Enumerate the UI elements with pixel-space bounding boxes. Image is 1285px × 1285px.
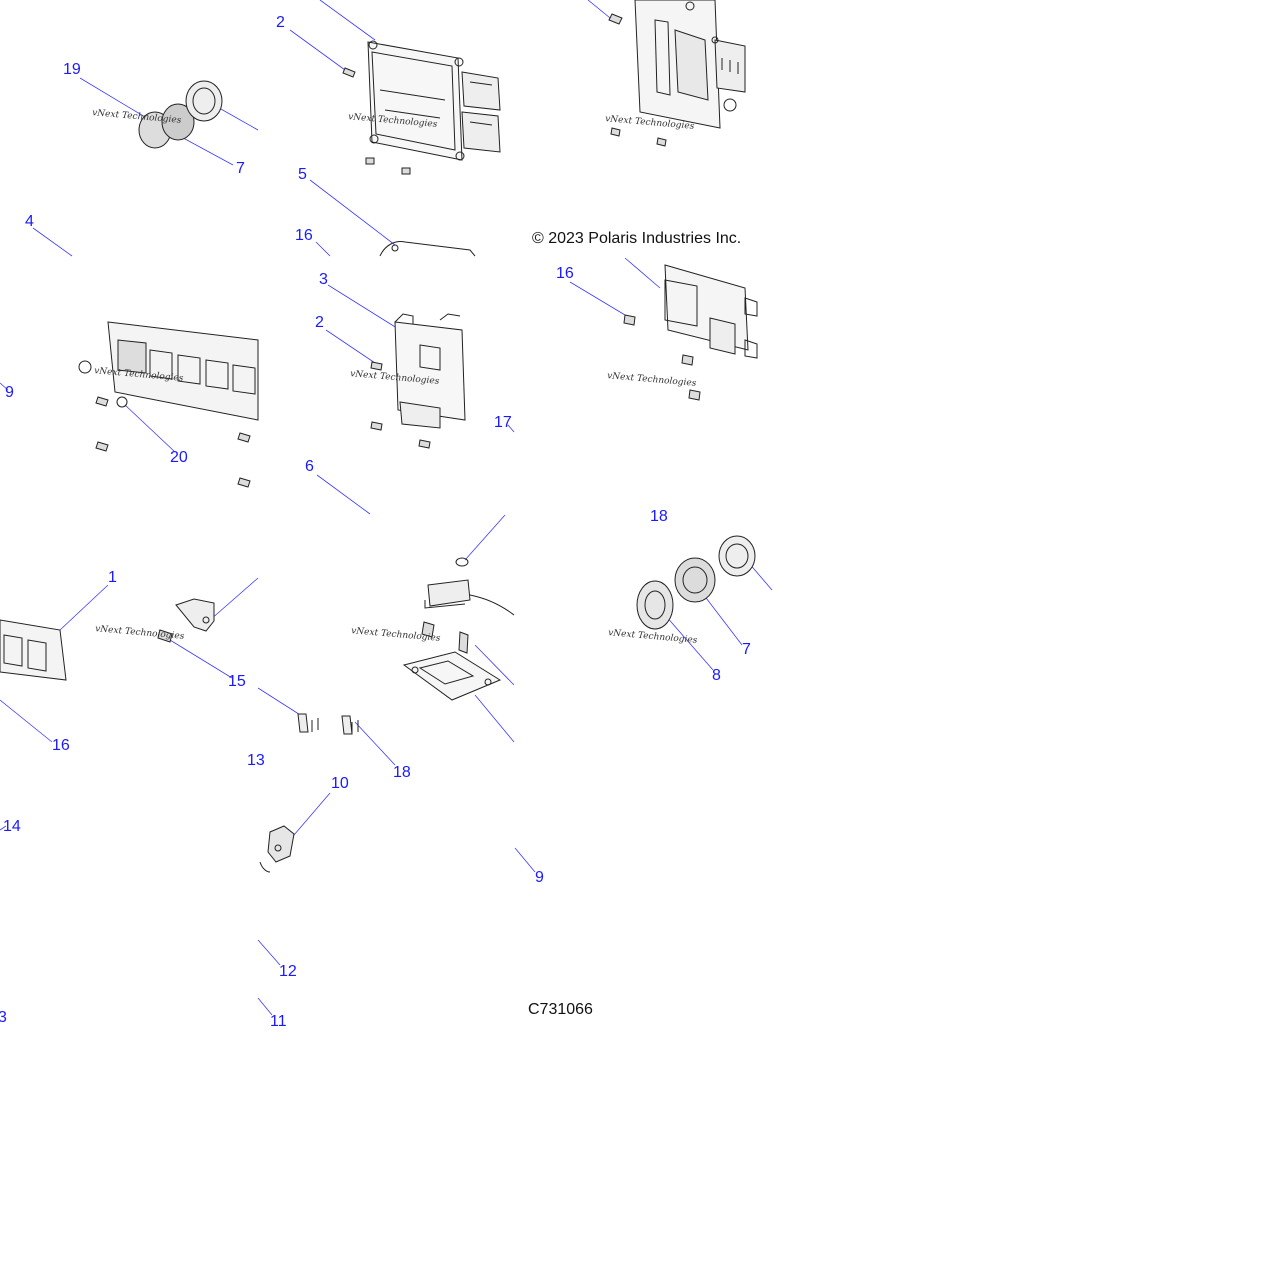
callout-2[interactable]: 2 — [276, 14, 285, 31]
callout-7[interactable]: 7 — [742, 641, 751, 658]
plug-connector-19 — [138, 80, 223, 149]
callout-16[interactable]: 16 — [556, 265, 574, 282]
power-outlet-assembly — [636, 535, 756, 630]
callout-10[interactable]: 10 — [331, 775, 349, 792]
callout-4[interactable]: 4 — [25, 213, 34, 230]
callout-3[interactable]: 3 — [319, 271, 328, 288]
ecu-module-middle — [370, 313, 466, 449]
coil-rail-bracket — [78, 321, 259, 488]
callout-16[interactable]: 16 — [52, 737, 70, 754]
callout-12[interactable]: 12 — [279, 963, 297, 980]
diagram-id: C731066 — [528, 1001, 593, 1018]
callout-16[interactable]: 16 — [295, 227, 313, 244]
clips — [297, 713, 359, 735]
callout-19[interactable]: 19 — [63, 61, 81, 78]
callout-3[interactable]: 3 — [0, 1009, 7, 1026]
callout-9[interactable]: 9 — [5, 384, 14, 401]
callout-7[interactable]: 7 — [236, 160, 245, 177]
callout-18[interactable]: 18 — [393, 764, 411, 781]
callout-11[interactable]: 11 — [270, 1013, 287, 1030]
callout-9[interactable]: 9 — [535, 869, 544, 886]
sensor-10 — [259, 825, 295, 873]
callout-20[interactable]: 20 — [170, 449, 188, 466]
callout-13[interactable]: 13 — [247, 752, 265, 769]
callout-17[interactable]: 17 — [494, 414, 512, 431]
callout-14[interactable]: 14 — [3, 818, 21, 835]
callout-6[interactable]: 6 — [305, 458, 314, 475]
ecu-module-top — [342, 40, 501, 175]
callout-15[interactable]: 15 — [228, 673, 246, 690]
callout-2[interactable]: 2 — [315, 314, 324, 331]
copyright-notice: © 2023 Polaris Industries Inc. — [532, 230, 742, 247]
callout-8[interactable]: 8 — [712, 667, 721, 684]
leader-lines — [0, 0, 773, 1016]
coil-rail-lower — [0, 598, 215, 681]
panel-fragment — [379, 241, 476, 257]
callout-1[interactable]: 1 — [108, 569, 117, 586]
callout-18[interactable]: 18 — [650, 508, 668, 525]
control-module-top-right — [608, 0, 746, 147]
control-box-right — [623, 264, 758, 401]
sensor-bracket-assembly — [402, 557, 515, 701]
callout-5[interactable]: 5 — [298, 166, 307, 183]
